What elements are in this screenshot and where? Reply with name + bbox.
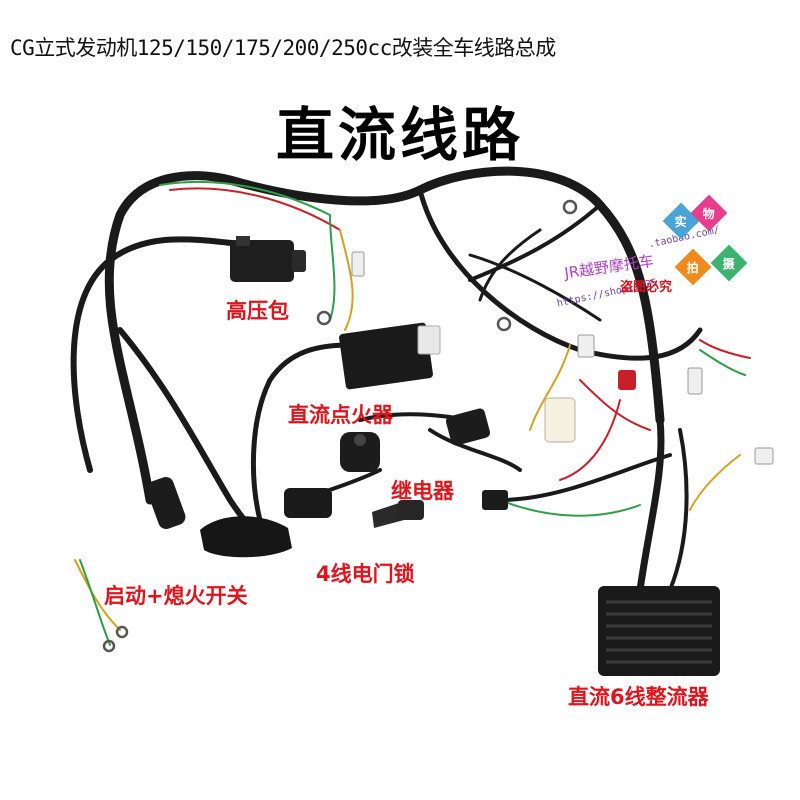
product-title: 直流线路 [275,101,524,169]
label-start-kill-switch: 启动+熄火开关 [104,584,248,608]
label-ignition-coil: 高压包 [226,299,289,323]
label-rectifier: 直流6线整流器 [568,685,709,709]
product-subtitle: CG立式发动机125/150/175/200/250cc改装全车线路总成 [10,36,556,60]
watermark-notice: 盗图必究 [620,280,673,295]
label-ignition-lock: 4线电门锁 [316,562,415,586]
label-cdi: 直流点火器 [288,403,393,427]
label-relay: 继电器 [391,479,454,503]
